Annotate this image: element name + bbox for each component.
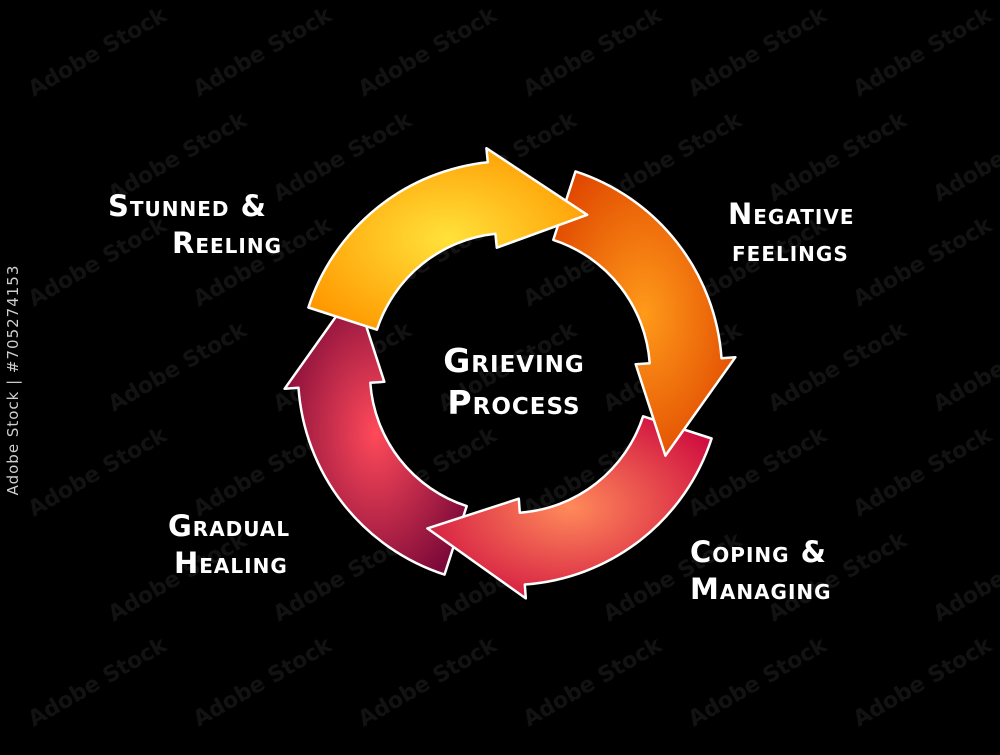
stage-label-gradual-healing: Gradual Healing (168, 508, 290, 582)
center-title-line: Grieving (443, 341, 585, 380)
center-title: Grieving Process (398, 340, 630, 424)
arrow-negative-feelings (552, 170, 737, 457)
stage-label-line: Negative (728, 197, 855, 231)
stage-label-stunned-reeling: Stunned & Reeling (108, 188, 282, 262)
arrow-coping-managing (426, 415, 713, 600)
stage-label-coping-managing: Coping & Managing (690, 534, 832, 608)
watermark-side-text: Adobe Stock | #705274153 (4, 264, 22, 496)
stage-label-line: Coping & (690, 535, 827, 569)
stage-label-negative-feelings: Negative feelings (728, 196, 855, 270)
stage-label-line: Healing (174, 546, 288, 580)
stage-label-line: Gradual (168, 509, 291, 543)
stage-label-line: feelings (732, 234, 849, 268)
stage-label-line: Reeling (172, 226, 282, 260)
stage-label-line: Managing (690, 572, 832, 606)
center-title-line: Process (447, 383, 581, 422)
arrow-stunned-reeling (307, 146, 589, 331)
stage-label-line: Stunned & (108, 189, 267, 223)
arrows-layer (283, 146, 737, 600)
arrow-gradual-healing (283, 289, 468, 576)
